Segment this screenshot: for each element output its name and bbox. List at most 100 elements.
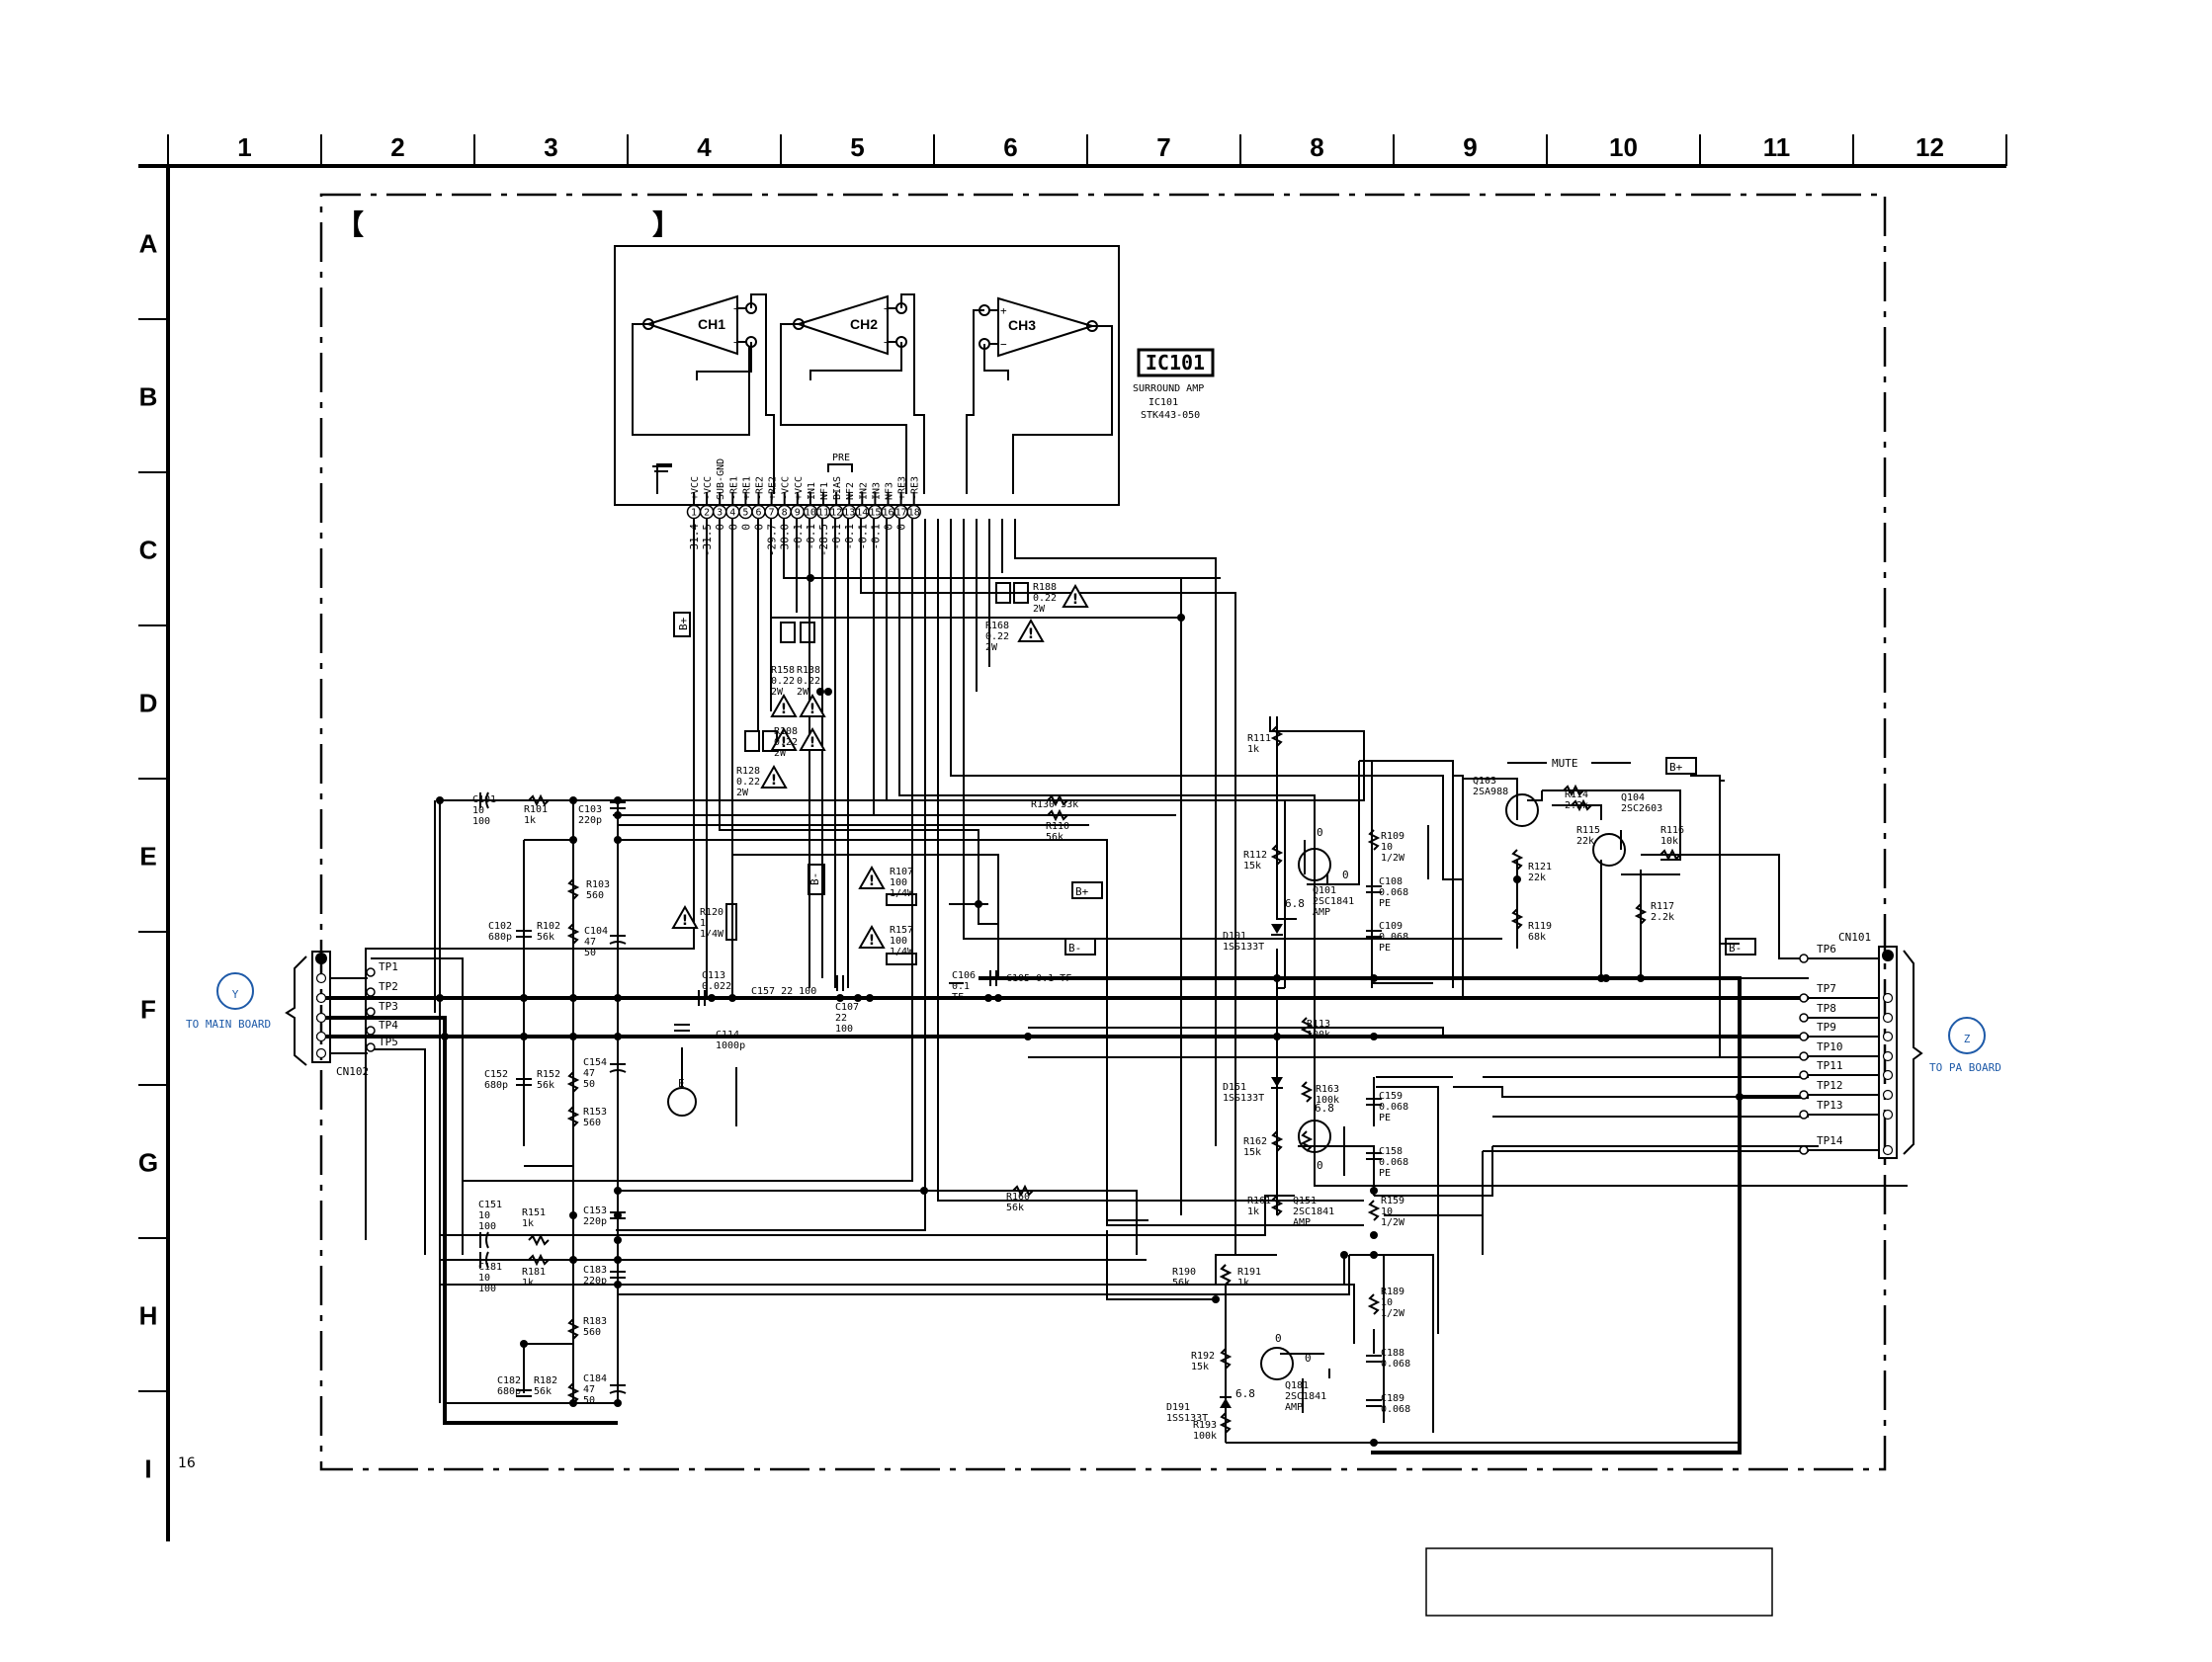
label-r103: R103 (586, 879, 610, 890)
tp-tp12 (1799, 1090, 1809, 1100)
tp-tp10 (1799, 1051, 1809, 1061)
junction-dot (975, 900, 982, 908)
label-c183: C183 (583, 1265, 607, 1276)
cn101-pin-tp13: TP13 (1817, 1099, 1843, 1112)
label-c152: C152 (484, 1069, 508, 1080)
label-r163: 100k (1316, 1095, 1339, 1106)
label-q181: Q181 (1285, 1380, 1309, 1391)
component-labels: C10110100R1011kC103220pC102680pR10256kR1… (472, 582, 1684, 1442)
label-c181: 10 (478, 1273, 490, 1284)
junction-dot (728, 994, 736, 1002)
ic-pin-name-1: +VCC (690, 476, 701, 500)
ic-pin-voltage-17: 0 (895, 524, 908, 531)
ic-pin-number-11: 11 (817, 508, 829, 519)
label-r116: 10k (1660, 836, 1678, 847)
voltage-q181_b: 6.8 (1235, 1387, 1255, 1400)
caution-icon (799, 726, 826, 751)
caution-icon (858, 865, 886, 889)
svg-text:−: − (733, 336, 740, 349)
column-label-1: 1 (237, 132, 251, 162)
label-r182: 56k (534, 1386, 552, 1397)
label-r128: R128 (736, 766, 760, 777)
label-r112: R112 (1243, 850, 1267, 861)
label-c158: PE (1379, 1168, 1391, 1179)
label-c158: C158 (1379, 1146, 1403, 1157)
label-q104: Q104 (1621, 792, 1645, 803)
ic-pin-number-13: 13 (843, 508, 855, 519)
ic-pin-number-14: 14 (856, 508, 868, 519)
ic-pin-number-2: 2 (704, 508, 710, 519)
ic-pin-name-9: +VCC (794, 476, 805, 500)
label-c154: C154 (583, 1057, 607, 1068)
label-c108: 0.068 (1379, 887, 1408, 898)
junction-dot (614, 994, 622, 1002)
grid-frame (138, 134, 2007, 1541)
cn101-marker (1948, 1017, 1986, 1054)
junction-dot (1340, 1251, 1348, 1259)
label-c153: C153 (583, 1205, 607, 1216)
tp-tp13 (1799, 1110, 1809, 1120)
label-r159: R159 (1381, 1196, 1404, 1206)
q181-symbol (1260, 1347, 1294, 1380)
junction-dot (1024, 1033, 1032, 1040)
label-r111: R111 (1247, 733, 1271, 744)
junction-dot (836, 994, 844, 1002)
label-c188: C188 (1381, 1348, 1404, 1359)
label-r107: 1/4W (890, 888, 914, 899)
label-c188: 0.068 (1381, 1359, 1410, 1370)
junction-dot (569, 796, 577, 804)
label-r138: R138 (797, 665, 820, 676)
label-r193: 100k (1193, 1431, 1217, 1442)
label-r107: 100 (890, 877, 907, 888)
ic-pin-voltage-15: -0.1 (869, 524, 882, 550)
label-r181: 1k (522, 1278, 534, 1288)
label-r189: 10 (1381, 1297, 1393, 1308)
tp-tp2 (366, 987, 376, 997)
label-r103: 560 (586, 890, 604, 901)
caution-mark: ! (682, 913, 688, 929)
cn102-caption: TO MAIN BOARD (186, 1018, 271, 1031)
caution-icon (770, 726, 798, 751)
q103-symbol (1505, 793, 1539, 827)
label-c113: 0.022 (702, 981, 731, 992)
ic101-function: SURROUND AMP (1133, 383, 1204, 394)
junction-dot (614, 1236, 622, 1244)
label-q101: Q101 (1313, 885, 1336, 896)
opamp-ch1 (644, 294, 738, 356)
column-label-6: 6 (1003, 132, 1017, 162)
cn102-pin-tp2: TP2 (379, 980, 398, 993)
q101-symbol (1298, 848, 1331, 881)
label-r163: R163 (1316, 1084, 1339, 1095)
ic-pin-number-3: 3 (717, 508, 723, 519)
junction-dot (920, 1187, 928, 1195)
junction-dot (614, 1281, 622, 1288)
label-r191: 1k (1237, 1278, 1249, 1288)
label-r188: R188 (1033, 582, 1057, 593)
column-label-4: 4 (697, 132, 712, 162)
ic-pin-name-8: -VCC (781, 476, 792, 500)
label-r101: 1k (524, 815, 536, 826)
cn101-pin-tp7: TP7 (1817, 982, 1836, 995)
label-r168: 0.22 (985, 631, 1009, 642)
label-r117: 2.2k (1651, 912, 1674, 923)
ic-pin-name-5: +RE1 (741, 476, 752, 500)
label-c189: C189 (1381, 1393, 1404, 1404)
ic-pin-voltage-7: -29.7 (766, 524, 779, 556)
label-r113: R113 (1307, 1019, 1330, 1030)
bracket-open: 【 (336, 208, 364, 241)
label-q181: 2SC1841 (1285, 1391, 1326, 1402)
label-c151: C151 (478, 1200, 502, 1210)
label-q151: 2SC1841 (1293, 1206, 1334, 1217)
ic-pin-18 (906, 504, 921, 520)
label-r119: R119 (1528, 921, 1552, 932)
q151-symbol (1298, 1120, 1331, 1153)
junction-dot (824, 688, 832, 696)
wiring (365, 519, 1908, 1444)
label-c106: 0.1 (952, 981, 970, 992)
junction-dot (1513, 875, 1521, 883)
cn101-ref: CN101 (1838, 931, 1871, 944)
ic-pin-number-6: 6 (755, 508, 761, 519)
tp-tp9 (1799, 1032, 1809, 1041)
label-c157: C157 22 100 (751, 986, 816, 997)
label-q151: Q151 (1293, 1196, 1317, 1206)
